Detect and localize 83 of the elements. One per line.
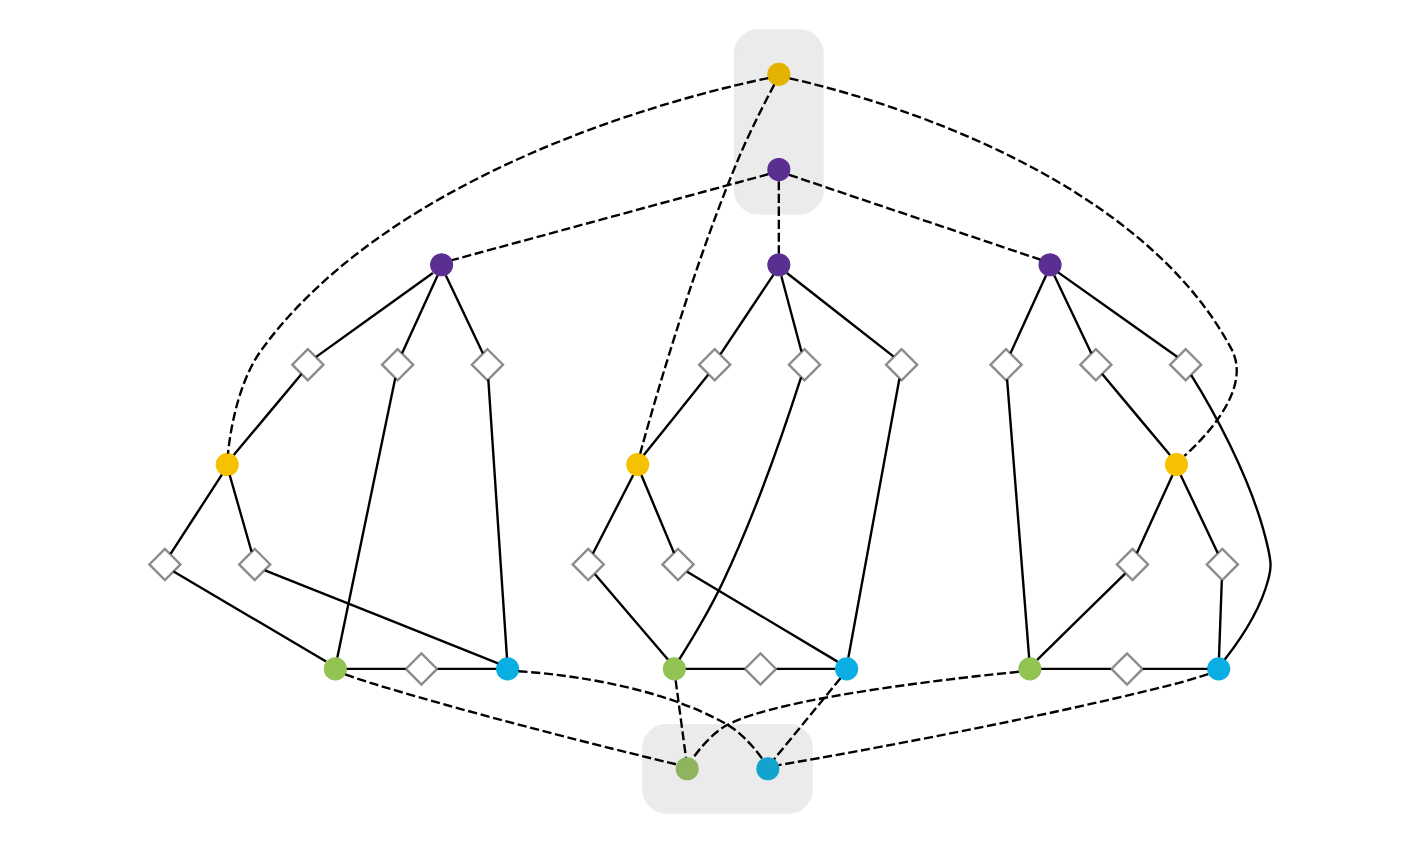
node-diamond: [147, 547, 183, 582]
node-circle: [430, 253, 454, 277]
connector: [780, 275, 803, 352]
connector: [228, 474, 253, 553]
node-diamond: [660, 547, 696, 582]
node-diamond: [697, 347, 732, 382]
node-diamond: [1168, 347, 1203, 382]
node-diamond: [988, 347, 1024, 382]
node-diamond: [380, 347, 415, 382]
connector: [1009, 275, 1048, 354]
node-diamond: [1115, 547, 1150, 582]
node-diamond: [404, 651, 439, 687]
connector: [518, 670, 764, 760]
node-circle: [767, 62, 791, 86]
connector: [487, 379, 509, 658]
connector: [336, 377, 397, 658]
connector: [444, 275, 484, 354]
connector: [591, 474, 635, 554]
connector: [678, 377, 803, 660]
connector: [778, 673, 1209, 767]
node-circle: [323, 657, 347, 681]
node-circle: [496, 657, 520, 681]
node-diamond: [1205, 547, 1240, 582]
connector: [777, 181, 781, 254]
connector: [642, 374, 710, 456]
connector: [1041, 667, 1111, 671]
node-diamond: [237, 547, 272, 582]
connector: [788, 173, 1041, 261]
connector: [685, 667, 745, 671]
connector: [451, 173, 769, 262]
node-circle: [675, 757, 699, 781]
connector: [594, 573, 669, 661]
connector: [169, 473, 223, 555]
cluster: [642, 723, 813, 814]
connector: [437, 667, 497, 671]
connector: [315, 272, 434, 358]
node-circle: [662, 657, 686, 681]
connector: [346, 667, 406, 671]
node-circle: [767, 253, 791, 277]
node-circle: [1038, 253, 1062, 277]
node-diamond: [290, 347, 326, 382]
cluster: [733, 29, 824, 215]
connector: [264, 569, 499, 665]
node-diamond: [1078, 347, 1114, 382]
connector: [1101, 373, 1171, 456]
node-circle: [835, 657, 859, 681]
connector: [847, 378, 901, 658]
connector: [1053, 275, 1093, 354]
node-diamond: [787, 347, 822, 382]
connector: [1217, 580, 1223, 658]
connector: [1142, 667, 1208, 671]
connector: [719, 274, 775, 355]
connector: [786, 272, 895, 358]
node-circle: [1164, 453, 1189, 477]
node-circle: [1018, 657, 1042, 681]
connector: [344, 673, 678, 766]
connector: [173, 570, 327, 663]
connector: [401, 275, 439, 354]
connector: [640, 474, 676, 554]
connector: [226, 76, 769, 454]
node-circle: [215, 453, 239, 477]
connector: [773, 677, 842, 760]
connector: [1036, 572, 1126, 661]
node-diamond: [743, 651, 778, 687]
connector: [1057, 271, 1178, 358]
node-diamond: [884, 347, 919, 382]
connector: [789, 77, 1238, 457]
node-diamond: [470, 347, 505, 382]
connector: [1135, 474, 1174, 554]
node-circle: [626, 453, 650, 477]
connector: [776, 667, 836, 671]
connector: [686, 570, 839, 663]
node-diamond: [1109, 651, 1145, 687]
connector: [1190, 374, 1272, 661]
node-circle: [1207, 657, 1231, 681]
node-diamond: [570, 547, 606, 582]
node-circle: [756, 757, 780, 781]
connector: [691, 670, 1019, 760]
connector: [1179, 474, 1219, 554]
connector: [232, 373, 303, 456]
connector: [1005, 379, 1031, 658]
connector: [639, 84, 776, 454]
node-circle: [767, 157, 791, 182]
